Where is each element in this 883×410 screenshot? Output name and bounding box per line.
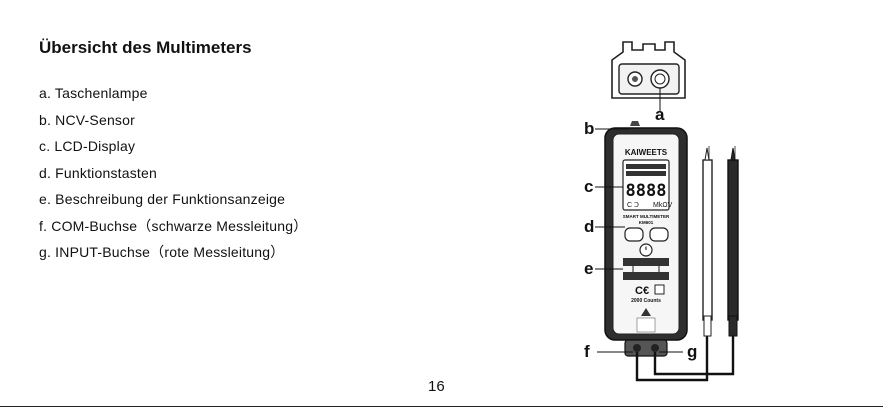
function-button-right — [650, 228, 668, 241]
page-title: Übersicht des Multimeters — [39, 38, 252, 58]
svg-text:C€: C€ — [635, 285, 649, 297]
callout-c: c — [584, 177, 593, 196]
brand-label: KAIWEETS — [625, 148, 668, 157]
function-button-left — [625, 228, 643, 241]
callout-g: g — [687, 342, 697, 361]
device-top-view — [612, 42, 685, 98]
model-label: SMART MULTIMETER — [623, 214, 670, 219]
callout-d: d — [584, 217, 594, 236]
list-item: g. INPUT-Buchse（rote Messleitung） — [39, 243, 307, 270]
svg-text:C Ↄ: C Ↄ — [627, 202, 639, 209]
multimeter-illustration: KAIWEETS 8888 C Ↄ MkΩV SMART MULTIMETER … — [575, 30, 865, 390]
counts-label: 2000 Counts — [631, 298, 661, 304]
list-item: f. COM-Buchse（schwarze Messleitung） — [39, 217, 307, 244]
device-front-view: KAIWEETS 8888 C Ↄ MkΩV SMART MULTIMETER … — [605, 121, 687, 356]
callout-e: e — [584, 259, 593, 278]
list-item: b. NCV-Sensor — [39, 111, 307, 138]
footer-divider — [0, 406, 883, 407]
lcd-digits: 8888 — [626, 181, 667, 201]
svg-text:MkΩV: MkΩV — [653, 202, 673, 209]
list-item: d. Funktionstasten — [39, 164, 307, 191]
list-item: c. LCD-Display — [39, 137, 307, 164]
list-item: a. Taschenlampe — [39, 84, 307, 111]
model-number: KM601 — [639, 220, 654, 225]
page-number: 16 — [428, 378, 445, 395]
callout-b: b — [584, 119, 594, 138]
component-list: a. Taschenlampe b. NCV-Sensor c. LCD-Dis… — [39, 84, 307, 270]
callout-a: a — [655, 105, 665, 124]
list-item: e. Beschreibung der Funktionsanzeige — [39, 190, 307, 217]
callout-f: f — [584, 342, 590, 361]
